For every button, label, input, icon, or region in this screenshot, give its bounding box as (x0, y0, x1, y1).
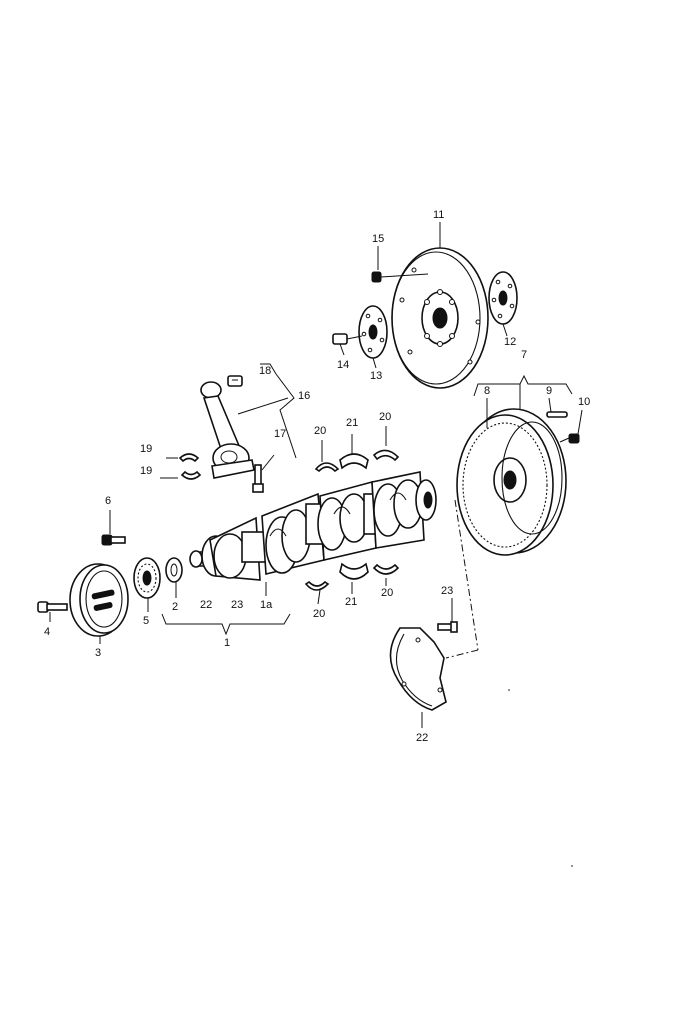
callout-7: 7 (521, 349, 527, 361)
callout-22-rear: 22 (416, 732, 428, 744)
callout-10: 10 (578, 396, 590, 408)
bolt-part-6 (101, 534, 126, 546)
piston-pin-bushing-part-18 (227, 375, 243, 387)
callout-3: 3 (95, 647, 101, 659)
callout-6: 6 (105, 495, 111, 507)
callout-22-front: 22 (200, 599, 212, 611)
callout-20-lower-right: 20 (381, 587, 393, 599)
flywheel-bolt-part-10 (559, 433, 580, 444)
dowel-pin-part-9 (546, 411, 568, 418)
callout-16: 16 (298, 390, 310, 402)
callout-14: 14 (337, 359, 349, 371)
callout-12: 12 (504, 336, 516, 348)
crankshaft-part-1a (189, 471, 437, 581)
callout-17: 17 (274, 428, 286, 440)
flywheel-part-8 (456, 408, 567, 556)
bolt-part-14 (332, 333, 363, 345)
callout-9: 9 (546, 385, 552, 397)
seal-carrier-part-22 (389, 627, 447, 711)
callout-13: 13 (370, 370, 382, 382)
screw-part-23 (437, 621, 458, 633)
callout-23-front: 23 (231, 599, 243, 611)
callout-19-lower: 19 (140, 465, 152, 477)
callout-1a: 1a (260, 599, 273, 611)
callout-20-upper-right: 20 (379, 411, 391, 423)
speck (508, 689, 510, 691)
leader-lines (49, 222, 583, 728)
reinforcing-plate-part-12 (488, 271, 518, 325)
callout-20-upper-left: 20 (314, 425, 326, 437)
connecting-rod-part-16 (200, 381, 255, 479)
callout-21-upper: 21 (346, 417, 358, 429)
callout-15: 15 (372, 233, 384, 245)
thrust-washer-part-2 (165, 557, 183, 583)
pulley-part-3 (69, 563, 129, 637)
callout-2: 2 (172, 601, 178, 613)
callout-11: 11 (433, 209, 444, 221)
callout-23-rear: 23 (441, 585, 453, 597)
callout-5: 5 (143, 615, 149, 627)
pulley-bolt-part-4 (37, 601, 68, 613)
callout-8: 8 (484, 385, 490, 397)
connecting-rod-bolt-part-17 (252, 454, 275, 493)
callout-numbers: 11 15 12 7 14 13 8 9 10 18 16 17 19 19 2… (44, 209, 590, 744)
callout-1: 1 (224, 637, 230, 649)
callout-21-lower: 21 (345, 596, 357, 608)
main-bearing-shells-upper (314, 449, 400, 473)
rod-bearing-shells-part-19 (160, 453, 202, 480)
callout-4: 4 (44, 626, 50, 638)
nut-part-15 (371, 271, 429, 283)
flexplate-part-11 (391, 247, 489, 389)
main-bearing-shells-lower (304, 562, 400, 591)
callout-19-upper: 19 (140, 443, 152, 455)
plate-part-13 (358, 305, 388, 359)
sprocket-part-5 (133, 557, 161, 599)
callout-20-lower-left: 20 (313, 608, 325, 620)
callout-18: 18 (259, 365, 271, 377)
speck (571, 865, 573, 867)
